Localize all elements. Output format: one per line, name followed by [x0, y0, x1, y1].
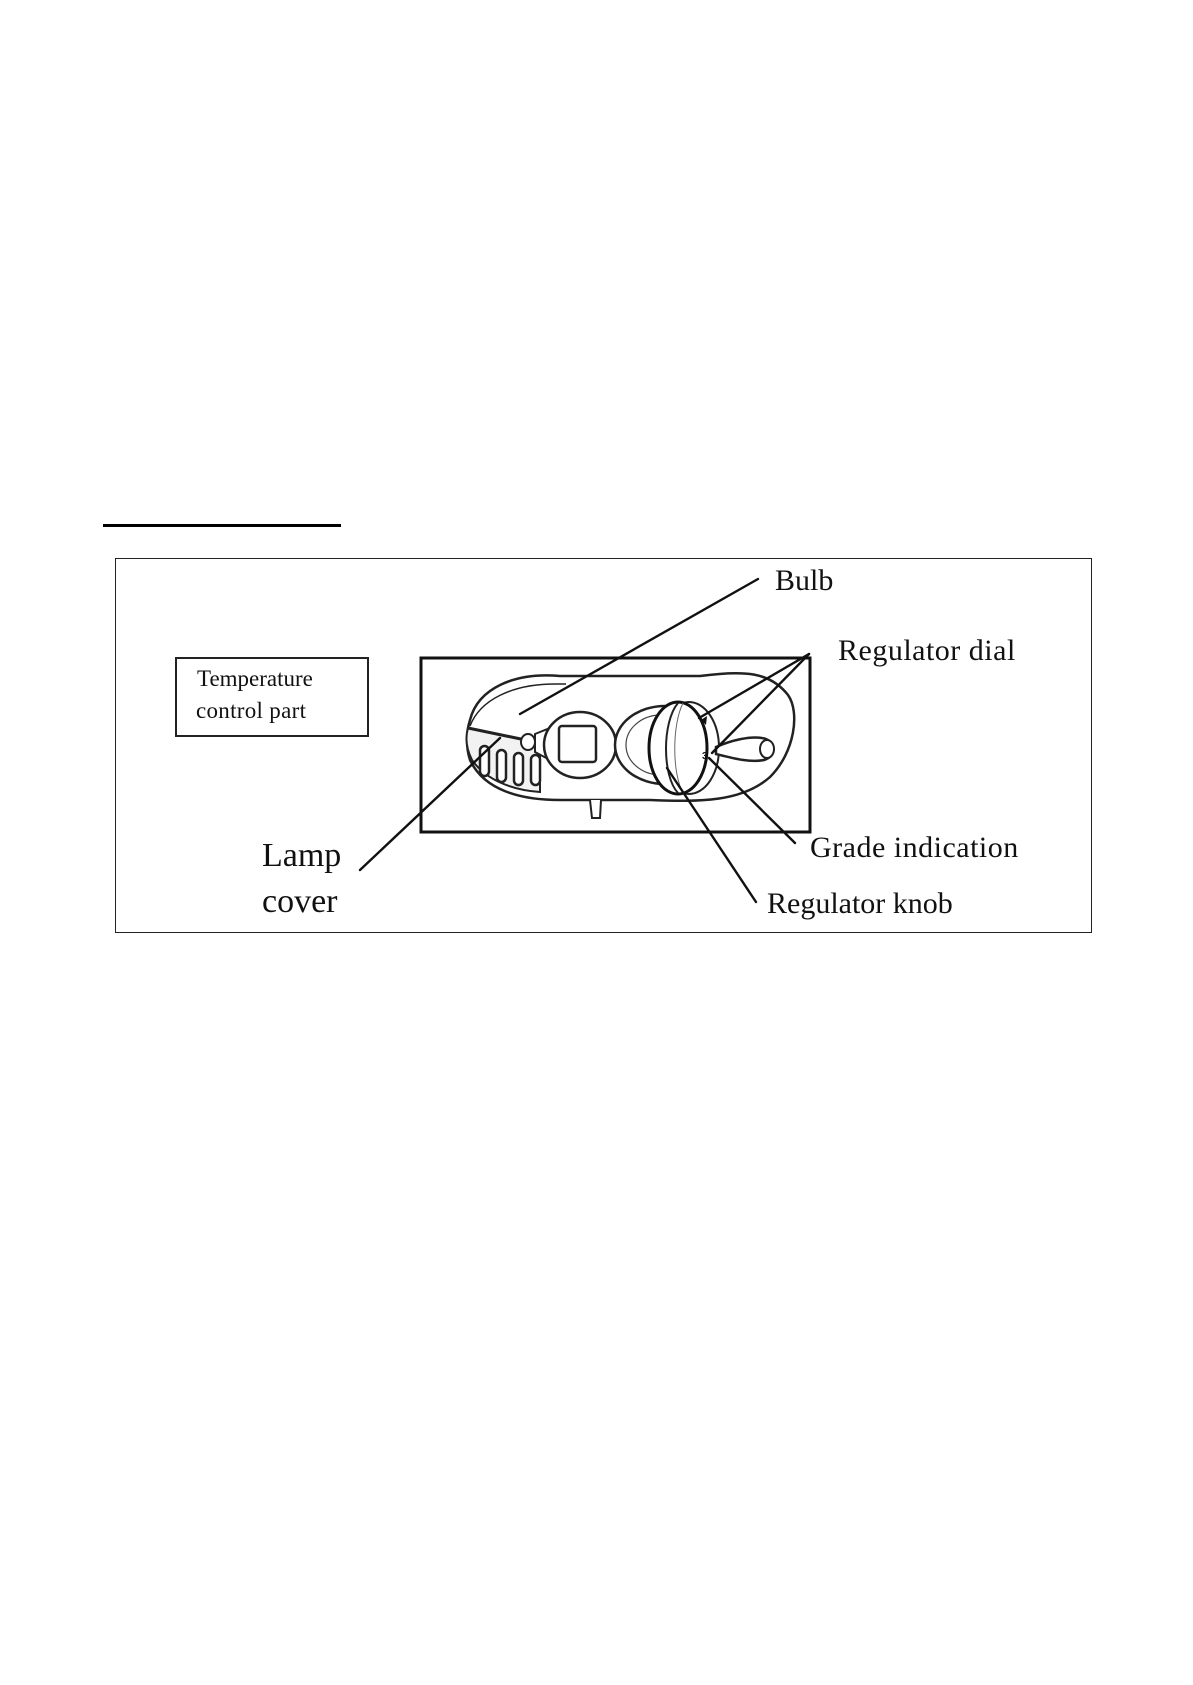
temperature-control-label-line2: control part	[196, 699, 306, 722]
bulb-window	[559, 726, 596, 762]
lamp-cover-label-line1: Lamp	[262, 839, 341, 873]
temperature-control-label-line1: Temperature	[197, 667, 313, 690]
bulb-label: Bulb	[775, 566, 833, 596]
bulb-base	[521, 734, 535, 750]
housing-stand	[590, 800, 601, 818]
side-lever-tip	[760, 740, 774, 758]
regulator-dial-label: Regulator dial	[838, 636, 1016, 666]
dial-grade-mark: 3	[702, 751, 708, 762]
leader-lamp-cover	[360, 738, 500, 870]
grade-indication-label: Grade indication	[810, 833, 1019, 863]
lamp-cover-label-line2: cover	[262, 885, 338, 919]
regulator-knob-label: Regulator knob	[767, 889, 953, 919]
